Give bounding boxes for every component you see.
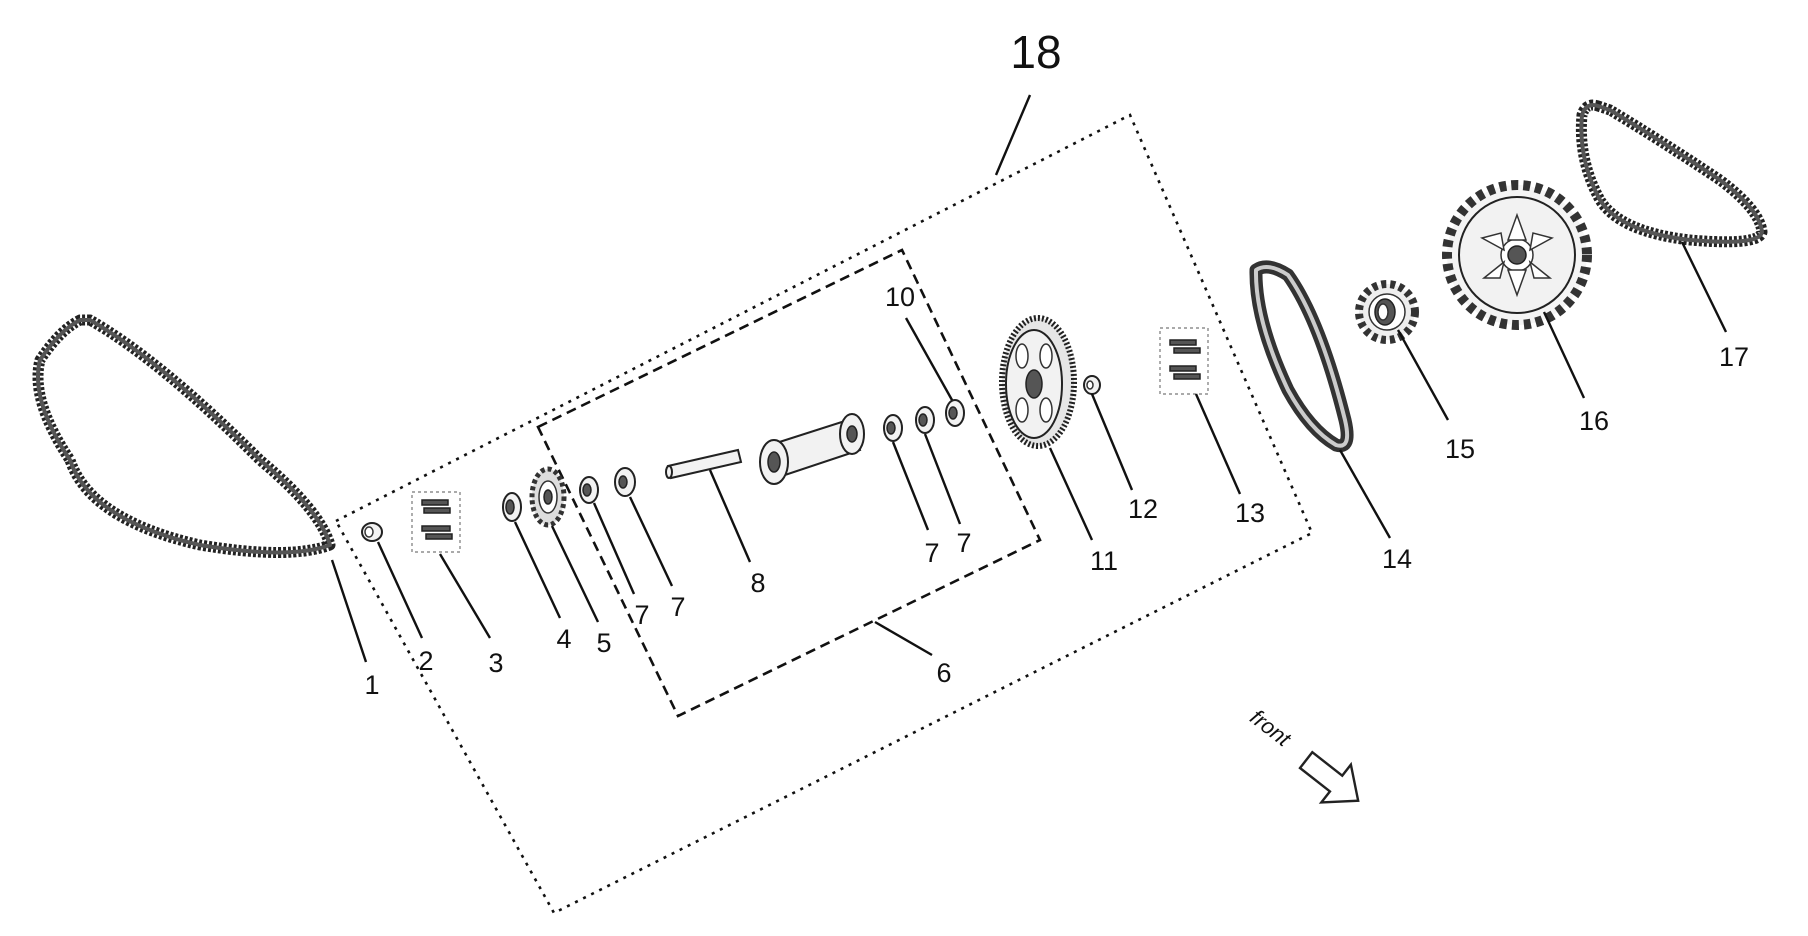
label-11: 11 bbox=[1090, 546, 1118, 576]
label-3: 3 bbox=[488, 648, 503, 678]
part-5-small-sprocket bbox=[529, 466, 567, 528]
label-18: 18 bbox=[1010, 26, 1061, 78]
label-15: 15 bbox=[1445, 434, 1475, 464]
label-14: 14 bbox=[1382, 544, 1412, 574]
label-4: 4 bbox=[556, 624, 571, 654]
label-7a: 7 bbox=[634, 600, 649, 630]
label-13: 13 bbox=[1235, 498, 1265, 528]
label-17: 17 bbox=[1719, 342, 1749, 372]
part-11-belt-pulley bbox=[999, 315, 1077, 449]
label-1: 1 bbox=[364, 670, 379, 700]
label-2: 2 bbox=[418, 646, 433, 676]
leader-lines bbox=[330, 94, 1728, 663]
part-2-spacer bbox=[361, 522, 383, 542]
part-7-bearing-d bbox=[915, 406, 935, 434]
label-5: 5 bbox=[596, 628, 611, 658]
part-3-bolt-kit bbox=[411, 491, 461, 553]
label-7c: 7 bbox=[924, 538, 939, 568]
front-label: front bbox=[1245, 704, 1296, 751]
label-12: 12 bbox=[1128, 494, 1158, 524]
label-16: 16 bbox=[1579, 406, 1609, 436]
part-12-spacer bbox=[1083, 375, 1101, 395]
part-16-rear-sprocket bbox=[1442, 180, 1592, 330]
part-8-shaft bbox=[665, 448, 743, 480]
front-arrow-icon bbox=[1298, 750, 1360, 804]
part-4-bearing bbox=[502, 492, 522, 522]
label-7b: 7 bbox=[670, 592, 685, 622]
front-direction-indicator: front bbox=[1245, 704, 1360, 804]
part-15-front-sprocket bbox=[1355, 280, 1419, 344]
assembly-6-outline bbox=[536, 248, 1042, 718]
part-7-bearing-b bbox=[614, 467, 636, 497]
part-7-bearing-c bbox=[883, 414, 903, 442]
part-1-chain bbox=[32, 314, 336, 558]
part-10-seal bbox=[945, 399, 965, 427]
label-7d: 7 bbox=[956, 528, 971, 558]
label-6: 6 bbox=[936, 658, 951, 688]
hub-body bbox=[759, 413, 865, 485]
part-17-chain bbox=[1575, 99, 1768, 248]
label-10: 10 bbox=[885, 282, 915, 312]
part-13-bolt-kit bbox=[1159, 327, 1209, 395]
part-14-belt bbox=[1249, 260, 1354, 453]
assembly-18-outline bbox=[334, 113, 1314, 915]
part-7-bearing-a bbox=[579, 476, 599, 504]
label-8: 8 bbox=[750, 568, 765, 598]
callout-labels: 18 1 2 3 4 5 7 7 8 6 7 7 10 11 12 13 14 … bbox=[364, 26, 1749, 700]
